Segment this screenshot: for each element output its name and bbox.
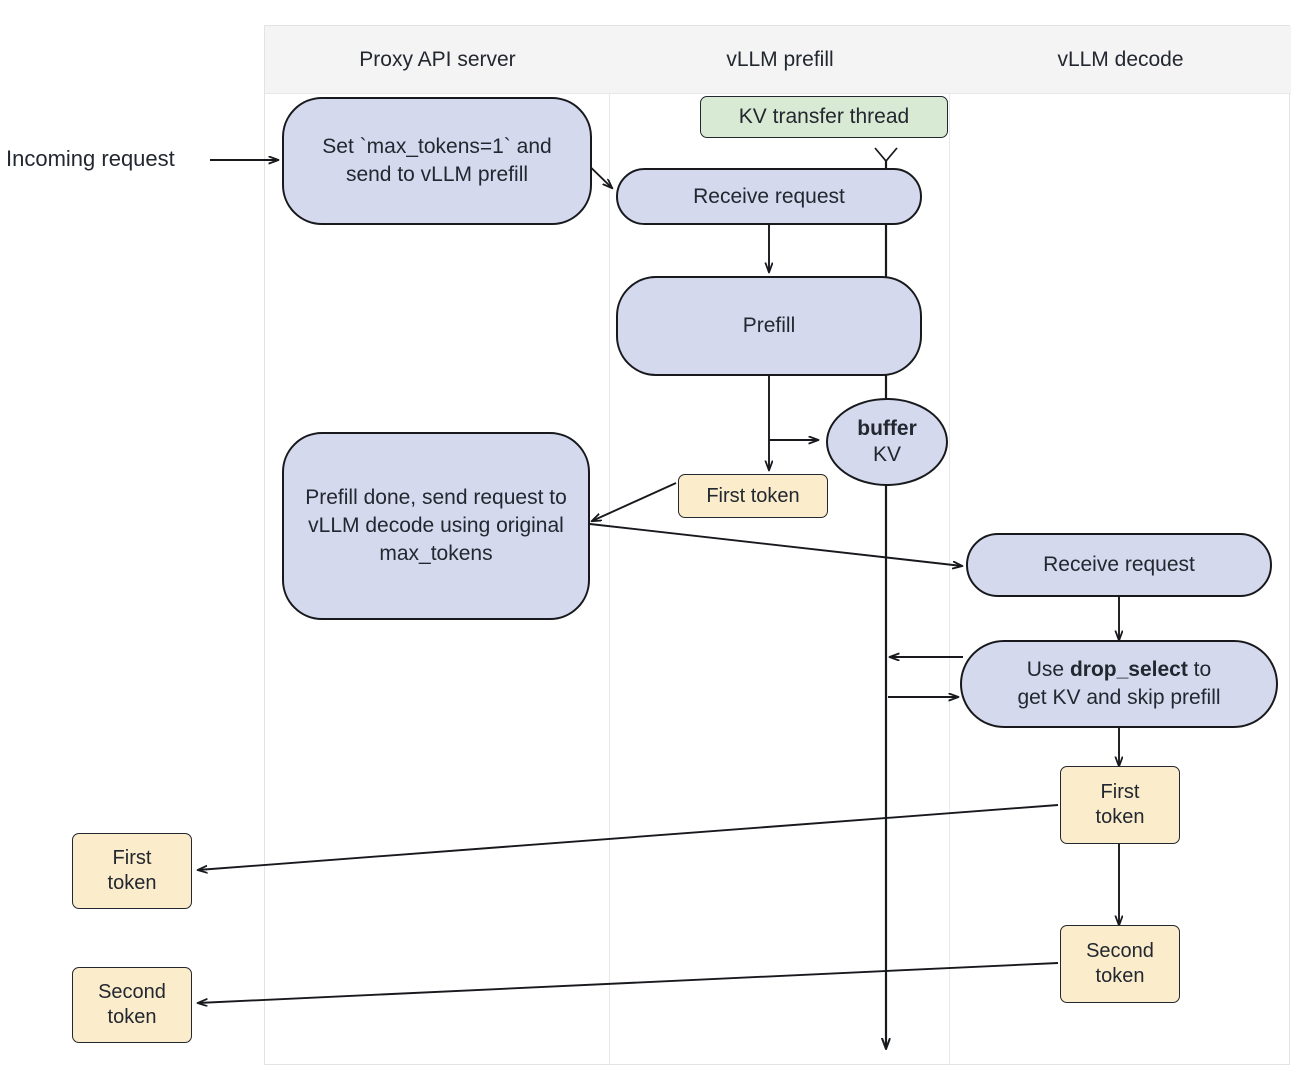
- lane-header-decode-label: vLLM decode: [1057, 47, 1184, 71]
- node-prefill-done[interactable]: Prefill done, send request to vLLM decod…: [282, 432, 590, 620]
- node-output-second-token-line2: token: [107, 1006, 157, 1028]
- node-prefill-first-token-label: First token: [706, 484, 800, 507]
- node-kv-transfer-thread-label: KV transfer thread: [738, 105, 910, 129]
- node-output-second-token-line1: Second: [98, 980, 166, 1003]
- node-prefill-label: Prefill: [742, 314, 796, 338]
- node-decode-second-token[interactable]: Second token: [1060, 925, 1180, 1003]
- lane-header-proxy: Proxy API server: [265, 26, 610, 94]
- node-set-max-tokens[interactable]: Set `max_tokens=1` and send to vLLM pref…: [282, 97, 592, 225]
- node-prefill-receive-request[interactable]: Receive request: [616, 168, 922, 225]
- drop-select-line1-post: to: [1187, 658, 1212, 682]
- lane-header-decode: vLLM decode: [950, 26, 1291, 94]
- node-buffer-kv-subtitle: KV: [872, 443, 901, 466]
- node-drop-select[interactable]: Use drop_select to get KV and skip prefi…: [960, 640, 1278, 728]
- node-decode-receive-request[interactable]: Receive request: [966, 533, 1272, 597]
- node-decode-first-token-line2: token: [1095, 806, 1145, 828]
- node-decode-second-token-line2: token: [1095, 965, 1145, 987]
- node-drop-select-label: Use drop_select to get KV and skip prefi…: [1017, 656, 1220, 712]
- node-buffer-kv-title: buffer: [857, 417, 917, 441]
- lane-header-prefill: vLLM prefill: [610, 26, 950, 94]
- lane-header-proxy-label: Proxy API server: [359, 47, 516, 71]
- drop-select-line2: get KV and skip prefill: [1017, 686, 1221, 709]
- node-decode-second-token-line1: Second: [1086, 939, 1154, 962]
- lane-header-prefill-label: vLLM prefill: [726, 47, 834, 71]
- node-output-first-token-line1: First: [112, 846, 152, 869]
- incoming-request-label: Incoming request: [6, 146, 175, 171]
- node-prefill-done-label: Prefill done, send request to vLLM decod…: [305, 486, 567, 565]
- node-output-first-token-line2: token: [107, 872, 157, 894]
- node-kv-transfer-thread[interactable]: KV transfer thread: [700, 96, 948, 138]
- node-prefill[interactable]: Prefill: [616, 276, 922, 376]
- drop-select-keyword: drop_select: [1069, 658, 1188, 682]
- node-output-first-token[interactable]: First token: [72, 833, 192, 909]
- node-set-max-tokens-label: Set `max_tokens=1` and send to vLLM pref…: [322, 135, 552, 186]
- node-prefill-receive-request-label: Receive request: [693, 184, 845, 208]
- node-decode-first-token-line1: First: [1100, 780, 1140, 803]
- node-decode-receive-request-label: Receive request: [1043, 553, 1195, 577]
- drop-select-line1-pre: Use: [1026, 658, 1070, 682]
- node-buffer-kv[interactable]: buffer KV: [826, 398, 948, 486]
- node-output-second-token[interactable]: Second token: [72, 967, 192, 1043]
- node-decode-first-token[interactable]: First token: [1060, 766, 1180, 844]
- node-prefill-first-token[interactable]: First token: [678, 474, 828, 518]
